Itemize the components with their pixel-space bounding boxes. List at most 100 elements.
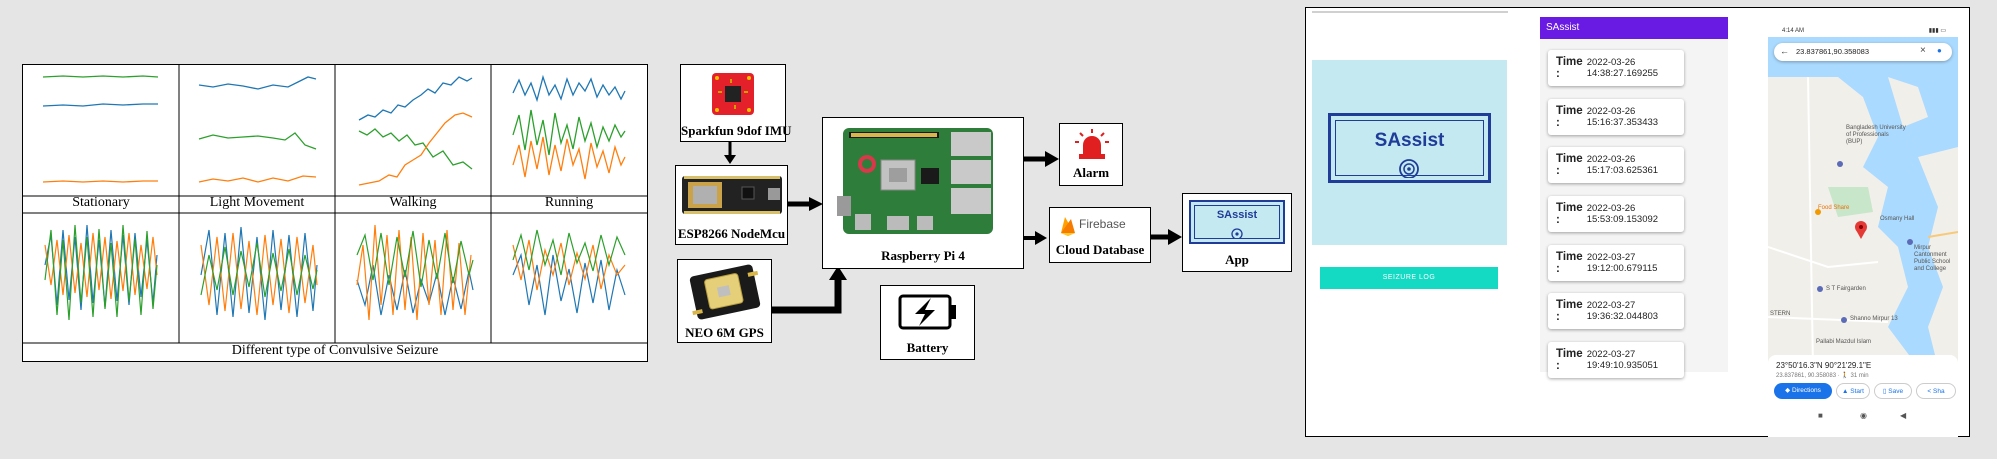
nav-recents-icon[interactable]: ■ — [1818, 411, 1823, 420]
firebase-logo-text: Firebase — [1079, 217, 1126, 231]
entry-time-label: Time : — [1556, 202, 1583, 226]
splash-logo-text: SAssist — [1374, 130, 1445, 151]
splash-logo-inner-frame — [1335, 120, 1484, 176]
directions-label: Directions — [1791, 387, 1821, 394]
gps-module-image — [689, 264, 761, 320]
entry-time-value: 2022-03-26 15:16:37.353433 — [1586, 106, 1659, 128]
log-header: SAssist — [1540, 17, 1728, 39]
entry-time-label: Time : — [1556, 348, 1583, 372]
status-bar-line — [1312, 11, 1508, 13]
label-running: Running — [544, 195, 594, 210]
log-entry[interactable]: Time :2022-03-27 19:49:10.935051 — [1548, 342, 1684, 378]
phone-splash-screen: SAssist SEIZURE LOG — [1312, 11, 1508, 301]
arrow-imu-to-nodemcu — [724, 142, 736, 164]
map-label-mirpur-school: Mirpur Cantonment Public School and Coll… — [1914, 245, 1951, 272]
raspberry-pi-block: Raspberry Pi 4 — [822, 117, 1024, 269]
raspberry-pi-label: Raspberry Pi 4 — [881, 248, 965, 263]
firebase-logo-icon — [1061, 217, 1075, 236]
splash-signal-icon — [1399, 159, 1419, 178]
map-search-bar[interactable]: ← 23.837861,90.358083 × ● — [1774, 43, 1952, 61]
mic-icon[interactable]: ● — [1937, 46, 1942, 55]
save-button[interactable]: ▯ Save — [1874, 383, 1912, 399]
map-label-st-fairgarden: S T Fairgarden — [1826, 286, 1866, 292]
entry-time-value: 2022-03-27 19:49:10.935051 — [1586, 349, 1659, 371]
start-button[interactable]: ▲ Start — [1836, 383, 1870, 399]
battery-label: Battery — [906, 340, 949, 355]
entry-time-label: Time : — [1556, 56, 1583, 80]
place-coords-sub: 23.837861, 90.358083 · 🚶 31 min — [1776, 373, 1869, 379]
arrow-pi-to-cloud — [1024, 231, 1047, 245]
status-time: 4:14 AM — [1782, 28, 1805, 34]
clear-icon[interactable]: × — [1920, 45, 1926, 56]
seizure-caption: Different type of Convulsive Seizure — [231, 343, 439, 358]
nodemcu-board-image — [682, 176, 782, 214]
imu-board-image — [712, 73, 754, 115]
raspberry-pi-board-image — [837, 128, 993, 234]
log-entry[interactable]: Time :2022-03-27 19:36:32.044803 — [1548, 293, 1684, 329]
map-label-food-share: Food Share — [1818, 205, 1850, 211]
label-stationary: Stationary — [72, 195, 130, 210]
seizure-panel: Stationary Light Movement Walking Runnin… — [22, 64, 648, 362]
alarm-block: Alarm — [1059, 123, 1123, 186]
status-bar: 4:14 AM ▮▮▮ ▭ — [1768, 25, 1958, 37]
arrow-nodemcu-to-pi — [788, 197, 823, 211]
save-label: Save — [1888, 388, 1904, 395]
start-label: Start — [1850, 388, 1864, 395]
directions-button[interactable]: ◆ Directions — [1774, 383, 1832, 399]
place-bottom-sheet: 23°50'16.3"N 90°21'29.1"E 23.837861, 90.… — [1768, 355, 1958, 437]
app-block: SAssist App — [1182, 193, 1292, 272]
app-logo: SAssist — [1189, 200, 1285, 244]
cloud-database-label: Cloud Database — [1055, 242, 1145, 257]
map-search-input[interactable]: 23.837861,90.358083 — [1796, 47, 1869, 56]
label-light-movement: Light Movement — [209, 195, 305, 210]
nav-home-icon[interactable]: ◉ — [1860, 411, 1867, 420]
gps-label: NEO 6M GPS — [685, 325, 764, 340]
imu-label: Sparkfun 9dof IMU — [681, 123, 792, 138]
log-entry[interactable]: Time :2022-03-26 15:53:09.153092 — [1548, 196, 1684, 232]
share-label: Sha — [1933, 388, 1945, 395]
log-entry[interactable]: Time :2022-03-26 15:16:37.353433 — [1548, 99, 1684, 135]
splash-logo-frame: SAssist — [1328, 113, 1491, 183]
alarm-label: Alarm — [1072, 165, 1110, 180]
entry-time-label: Time : — [1556, 299, 1583, 323]
arrow-cloud-to-app — [1151, 229, 1182, 245]
map-label-bup: Bangladesh University of Professionals (… — [1846, 125, 1906, 145]
cloud-database-block: Firebase Cloud Database — [1049, 207, 1151, 263]
map-view[interactable] — [1768, 37, 1958, 367]
label-walking: Walking — [389, 195, 437, 210]
arrow-pi-to-alarm — [1024, 151, 1059, 167]
splash-logo-area: SAssist — [1312, 60, 1507, 245]
map-label-stern: STERN — [1770, 311, 1791, 317]
entry-time-value: 2022-03-26 15:53:09.153092 — [1586, 203, 1659, 225]
arrow-gps-to-pi — [772, 266, 847, 314]
log-entry[interactable]: Time :2022-03-26 15:17:03.625361 — [1548, 147, 1684, 183]
battery-block: Battery — [880, 285, 975, 360]
map-label-osmany-hall: Osmany Hall — [1880, 216, 1915, 222]
waveform-grid — [23, 65, 647, 344]
log-entry[interactable]: Time :2022-03-27 19:12:00.679115 — [1548, 245, 1684, 281]
battery-icon — [898, 294, 956, 330]
app-logo-signal-icon — [1231, 228, 1243, 239]
entry-time-label: Time : — [1556, 105, 1583, 129]
nav-back-icon[interactable]: ◀ — [1900, 411, 1907, 420]
entry-time-value: 2022-03-26 14:38:27.169255 — [1586, 57, 1659, 79]
status-icons: ▮▮▮ ▭ — [1928, 28, 1946, 34]
entry-time-value: 2022-03-26 15:17:03.625361 — [1586, 154, 1659, 176]
android-nav-bar: ■ ◉ ◀ — [1768, 411, 1958, 425]
map-label-pallabi: Pallabi Mazdul Islam — [1816, 339, 1872, 345]
app-logo-text: SAssist — [1216, 209, 1258, 221]
seizure-log-button[interactable]: SEIZURE LOG — [1320, 267, 1498, 289]
imu-block: Sparkfun 9dof IMU — [680, 64, 792, 142]
entry-time-label: Time : — [1556, 251, 1583, 275]
alarm-siren-icon — [1075, 129, 1109, 159]
share-button[interactable]: < Sha — [1916, 383, 1956, 399]
map-label-shanno: Shanno Mirpur 13 — [1850, 316, 1898, 322]
nodemcu-label: ESP8266 NodeMcu — [677, 226, 786, 241]
log-entry[interactable]: Time :2022-03-26 14:38:27.169255 — [1548, 50, 1684, 86]
entry-time-label: Time : — [1556, 153, 1583, 177]
app-label: App — [1225, 252, 1249, 267]
gps-block: NEO 6M GPS — [677, 259, 772, 343]
back-arrow-icon[interactable]: ← — [1780, 46, 1789, 56]
entry-time-value: 2022-03-27 19:12:00.679115 — [1586, 252, 1658, 274]
nodemcu-block: ESP8266 NodeMcu — [675, 165, 788, 245]
